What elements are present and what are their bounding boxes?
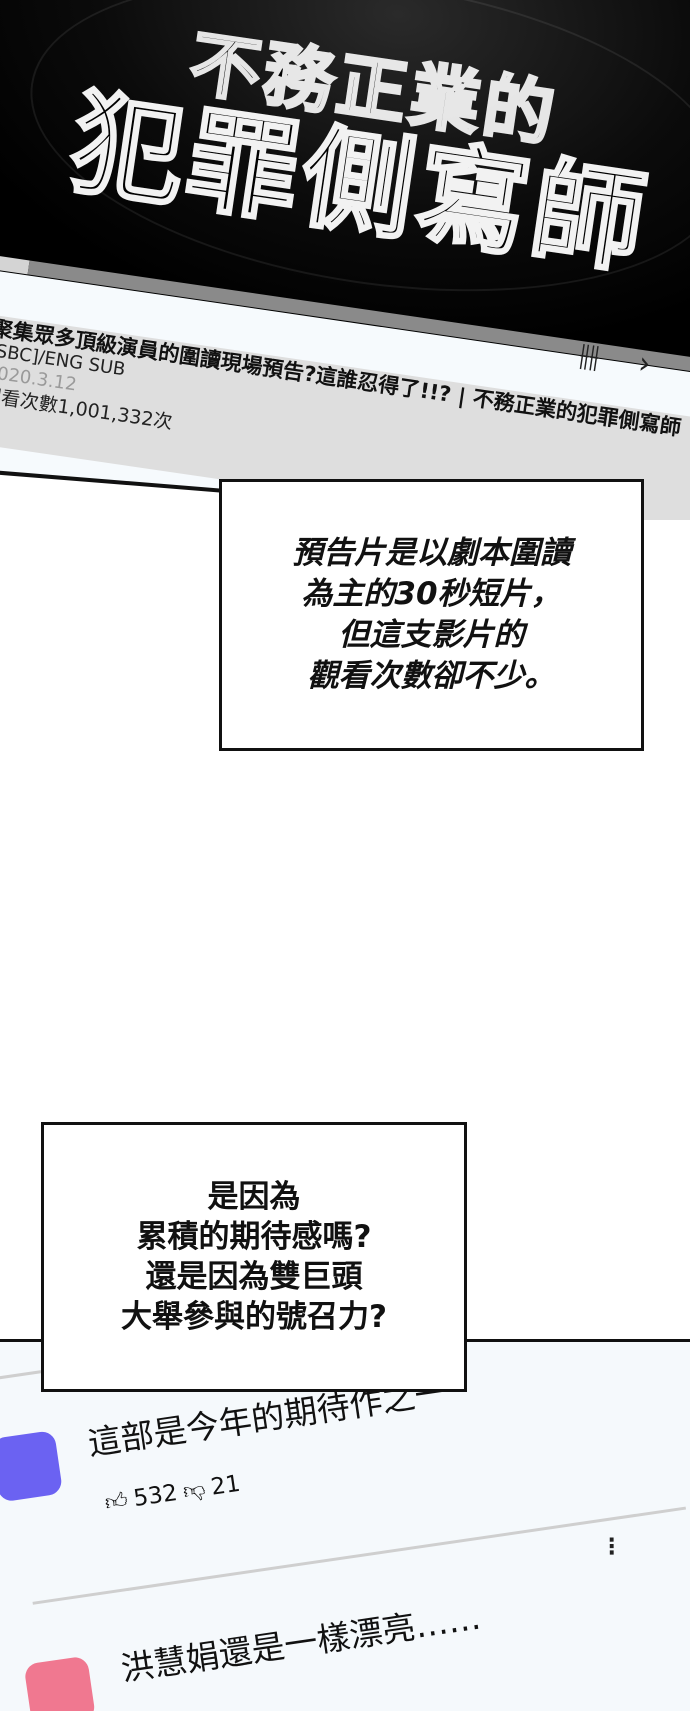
narration-line: 觀看次數卻不少。 [307, 658, 556, 694]
narration-line: 預告片是以劇本圍讀 [292, 535, 571, 571]
like-count: 532 [131, 1479, 179, 1512]
narration-line: 但這支影片的 [338, 617, 525, 653]
comment-text: 洪慧娟還是一樣漂亮…… [118, 1597, 484, 1689]
narration-line: 大舉參與的號召力? [121, 1299, 387, 1335]
narration-line: 為主的30秒短片， [301, 576, 562, 612]
comment-reactions: 👍︎ 532 👎︎ 21 [103, 1470, 242, 1516]
narration-box-1: 預告片是以劇本圍讀 為主的30秒短片， 但這支影片的 觀看次數卻不少。 [219, 479, 644, 751]
narration-text-2: 是因為 累積的期待感嗎? 還是因為雙巨頭 大舉參與的號召力? [121, 1177, 387, 1337]
thumbs-down-icon[interactable]: 👎︎ [181, 1476, 208, 1505]
avatar[interactable] [0, 1429, 64, 1503]
narration-line: 還是因為雙巨頭 [145, 1259, 363, 1295]
avatar[interactable] [23, 1655, 97, 1711]
narration-box-2: 是因為 累積的期待感嗎? 還是因為雙巨頭 大舉參與的號召力? [41, 1122, 467, 1392]
narration-text-1: 預告片是以劇本圍讀 為主的30秒短片， 但這支影片的 觀看次數卻不少。 [292, 533, 571, 697]
video-screen-panel: 不務正業的 犯罪側寫師 聚集眾多頂級演員的圍讀現場預告?這誰忍得了!!? | 不… [0, 0, 690, 520]
comment-list: 這部是今年的期待作之一 👍︎ 532 👎︎ 21 ⋮ 洪慧娟還是一樣漂亮…… ⋮ [0, 1342, 690, 1711]
thumbs-up-icon[interactable]: 👍︎ [103, 1488, 130, 1517]
narration-line: 累積的期待感嗎? [136, 1219, 372, 1255]
comments-panel: 這部是今年的期待作之一 👍︎ 532 👎︎ 21 ⋮ 洪慧娟還是一樣漂亮…… ⋮ [0, 1339, 690, 1711]
progress-buffered [0, 252, 30, 275]
dislike-count: 21 [209, 1470, 242, 1501]
sliders-icon[interactable]: ⫲⫲ [577, 337, 602, 375]
narration-line: 是因為 [207, 1179, 301, 1215]
more-options-icon[interactable]: ⋮ [600, 1534, 623, 1560]
